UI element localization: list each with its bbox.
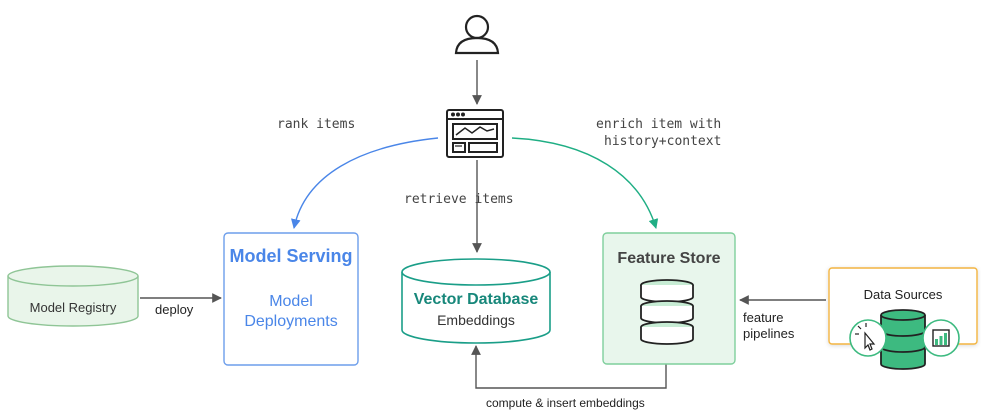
model-registry-label: Model Registry [29, 300, 117, 315]
model-serving-sub2: Deployments [244, 313, 338, 330]
label-enrich-line2: history+context [604, 134, 722, 149]
label-feature-pipelines-line1: feature [743, 310, 784, 325]
label-rank-items: rank items [277, 117, 356, 132]
user-icon [454, 14, 500, 55]
label-enrich-line1: enrich item with [596, 117, 722, 132]
data-sources-label: Data Sources [863, 287, 943, 302]
label-compute-insert: compute & insert embeddings [486, 396, 645, 410]
label-feature-pipelines: feature pipelines [743, 310, 794, 342]
database-icon [880, 309, 926, 370]
vector-database-cylinder [401, 258, 551, 344]
label-feature-pipelines-line2: pipelines [743, 326, 795, 341]
label-deploy: deploy [155, 302, 194, 317]
label-retrieve-items: retrieve items [404, 192, 514, 207]
feature-store-title: Feature Store [617, 250, 721, 267]
arrow-compute-insert [471, 345, 667, 389]
model-serving-box [223, 232, 359, 366]
vector-db-title: Vector Database [413, 291, 539, 308]
arrow-enrich-item [511, 137, 659, 229]
click-icon [849, 319, 887, 357]
arrow-rank-items [291, 137, 439, 229]
model-registry-cylinder [7, 265, 139, 327]
vector-db-sub: Embeddings [437, 312, 515, 328]
chart-icon [922, 319, 960, 357]
model-serving-sub1: Model [269, 293, 313, 310]
model-serving-title: Model Serving [229, 246, 353, 266]
layers-icon [640, 279, 694, 345]
app-window-icon [446, 109, 504, 158]
